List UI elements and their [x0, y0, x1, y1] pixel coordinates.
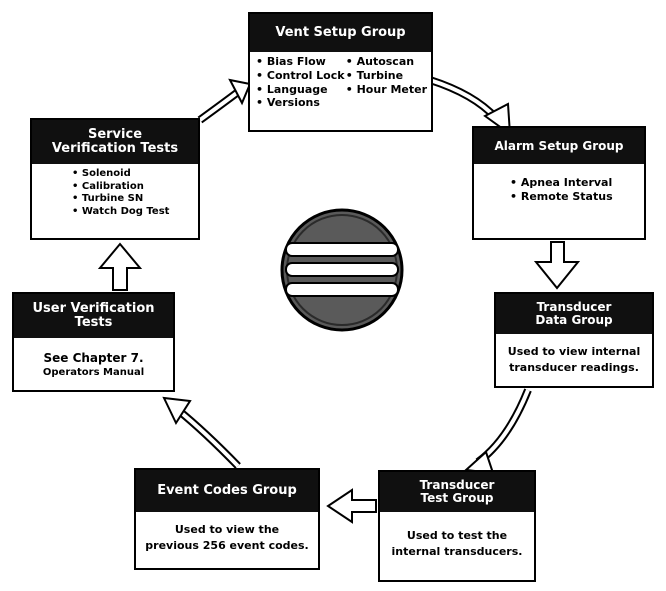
event-codes-desc-line1: Used to view the [174, 523, 280, 536]
list-item: Language [256, 83, 346, 97]
event-codes-desc-line2: previous 256 event codes. [145, 538, 309, 552]
list-item: Turbine [346, 69, 427, 83]
transducer-data-desc-line1: Used to view internal [507, 345, 641, 358]
service-verification-items: Solenoid Calibration Turbine SN Watch Do… [32, 164, 198, 218]
alarm-setup-group: Alarm Setup Group Apnea Interval Remote … [472, 126, 646, 240]
list-item: Control Lock [256, 69, 346, 83]
alarm-setup-items: Apnea Interval Remote Status [474, 164, 644, 204]
vent-setup-list-right: Autoscan Turbine Hour Meter [346, 55, 427, 110]
transducer-test-title-line1: Transducer [419, 478, 495, 493]
list-item: Calibration [72, 181, 198, 194]
user-verification-description: See Chapter 7. Operators Manual [14, 338, 173, 380]
arrow-data-to-test [463, 388, 532, 475]
service-verification-title-line2: Verification Tests [51, 141, 179, 156]
arrow-service-to-vent [197, 78, 252, 124]
arrow-user-to-service [97, 242, 143, 291]
list-item: Versions [256, 96, 346, 110]
event-codes-description: Used to view the previous 256 event code… [136, 512, 318, 554]
arrow-vent-to-alarm [428, 76, 512, 137]
arrow-event-to-user [162, 396, 241, 469]
user-verification-desc-line2: Operators Manual [42, 367, 145, 379]
transducer-test-title-line2: Test Group [420, 491, 494, 505]
list-item: Apnea Interval [510, 176, 644, 190]
transducer-data-description: Used to view internal transducer reading… [496, 334, 652, 376]
vent-setup-list-left: Bias Flow Control Lock Language Versions [256, 55, 346, 110]
service-verification-title: Service Verification Tests [32, 120, 198, 164]
vent-setup-group: Vent Setup Group Bias Flow Control Lock … [248, 12, 433, 132]
service-verification-tests: Service Verification Tests Solenoid Cali… [30, 118, 200, 240]
transducer-data-desc-line2: transducer readings. [509, 360, 639, 374]
transducer-data-title-line2: Data Group [535, 313, 613, 327]
vent-setup-title: Vent Setup Group [250, 14, 431, 52]
service-verification-title-line1: Service [87, 127, 143, 143]
user-verification-desc-line1: See Chapter 7. [43, 351, 144, 365]
user-verification-tests: User Verification Tests See Chapter 7. O… [12, 292, 175, 392]
vent-setup-items: Bias Flow Control Lock Language Versions… [250, 52, 431, 110]
user-verification-title: User Verification Tests [14, 294, 173, 338]
transducer-data-title: Transducer Data Group [496, 294, 652, 334]
list-item: Watch Dog Test [72, 206, 198, 219]
list-item: Turbine SN [72, 193, 198, 206]
event-codes-title: Event Codes Group [136, 470, 318, 512]
transducer-data-group: Transducer Data Group Used to view inter… [494, 292, 654, 388]
list-item: Hour Meter [346, 83, 427, 97]
transducer-test-title: Transducer Test Group [380, 472, 534, 512]
user-verification-title-line2: Tests [74, 315, 113, 330]
event-codes-group: Event Codes Group Used to view the previ… [134, 468, 320, 570]
alarm-setup-title: Alarm Setup Group [474, 128, 644, 164]
user-verification-title-line1: User Verification [32, 301, 155, 317]
list-item: Remote Status [510, 190, 644, 204]
transducer-test-desc-line2: internal transducers. [391, 544, 523, 558]
arrow-alarm-to-transducer-data [533, 241, 581, 290]
transducer-data-title-line1: Transducer [536, 300, 612, 315]
list-item: Autoscan [346, 55, 427, 69]
arrow-test-to-event-codes [326, 488, 377, 524]
menu-icon [280, 208, 404, 332]
list-item: Bias Flow [256, 55, 346, 69]
list-item: Solenoid [72, 168, 198, 181]
transducer-test-description: Used to test the internal transducers. [380, 512, 534, 560]
transducer-test-desc-line1: Used to test the [406, 529, 508, 542]
transducer-test-group: Transducer Test Group Used to test the i… [378, 470, 536, 582]
